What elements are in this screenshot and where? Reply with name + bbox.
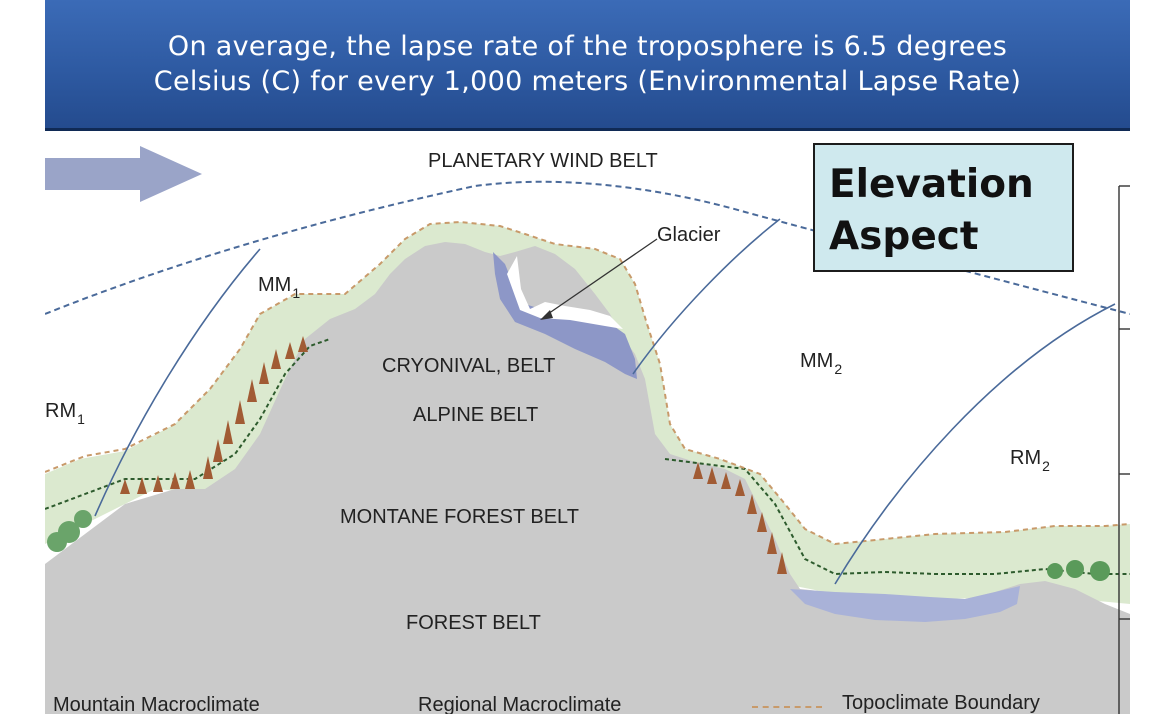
legend-topoclimate-boundary: Topoclimate Boundary: [842, 692, 1040, 714]
alpine-belt-label: ALPINE BELT: [413, 404, 538, 427]
topoclimate-boundary-legend-swatch: [752, 706, 822, 708]
montane-forest-belt-label: MONTANE FOREST BELT: [340, 506, 579, 529]
callout-line-1: Elevation: [829, 159, 1072, 211]
forest-belt-label: FOREST BELT: [406, 612, 541, 635]
cryonival-belt-label: CRYONIVAL, BELT: [382, 355, 555, 378]
mm1-label: MM1: [258, 274, 300, 297]
legend-mountain-macroclimate: Mountain Macroclimate: [53, 694, 260, 714]
callout-line-2: Aspect: [829, 211, 1072, 263]
wind-arrow-icon: [45, 146, 202, 202]
rm1-label: RM1: [45, 400, 85, 423]
header-title-line-1: On average, the lapse rate of the tropos…: [168, 29, 1007, 64]
header-title-line-2: Celsius (C) for every 1,000 meters (Envi…: [154, 64, 1021, 99]
rm2-label: RM2: [1010, 447, 1050, 470]
planetary-wind-belt-label: PLANETARY WIND BELT: [428, 150, 658, 173]
legend-regional-macroclimate: Regional Macroclimate: [418, 694, 621, 714]
mm2-label: MM2: [800, 350, 842, 373]
glacier-label: Glacier: [657, 224, 720, 247]
header-banner: On average, the lapse rate of the tropos…: [45, 0, 1130, 131]
elevation-aspect-callout: Elevation Aspect: [813, 143, 1074, 272]
